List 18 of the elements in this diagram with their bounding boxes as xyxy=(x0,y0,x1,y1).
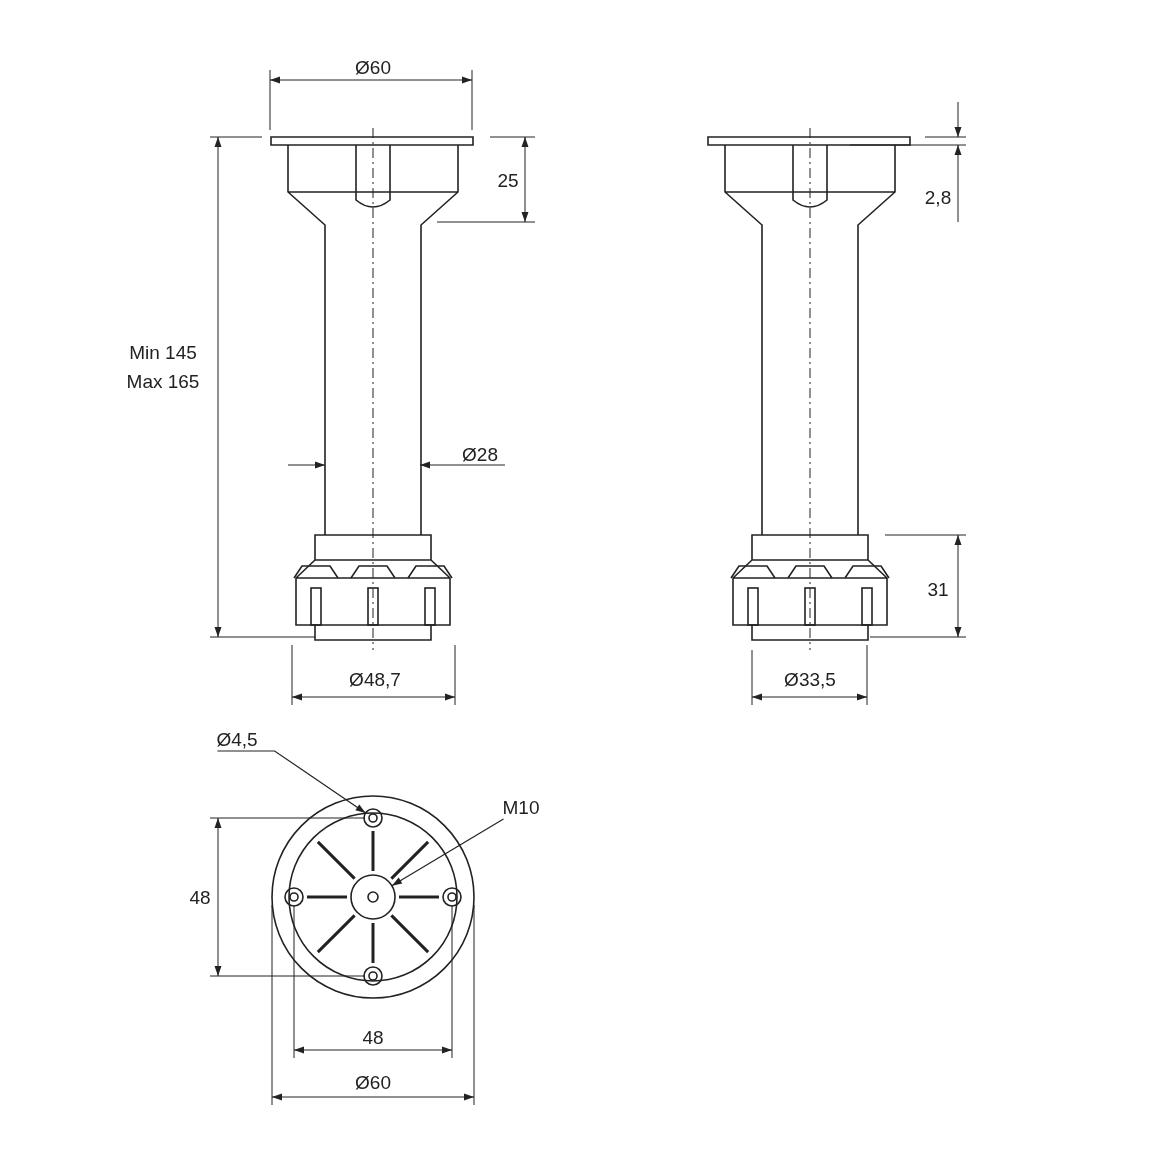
callout-label: Ø4,5 xyxy=(215,729,259,751)
dimension-label: Ø60 xyxy=(354,1072,392,1094)
dimension-label: 2,8 xyxy=(923,187,953,209)
dimension-label: 25 xyxy=(496,170,520,192)
dimension-label: Ø33,5 xyxy=(783,669,837,691)
mounting-hole xyxy=(363,808,383,828)
leader-line xyxy=(391,818,505,887)
dimension-label: Ø28 xyxy=(461,444,499,466)
dimension-label: 48 xyxy=(361,1027,385,1049)
callout-label: M10 xyxy=(501,797,541,819)
dimension-label: 31 xyxy=(926,579,950,601)
dimension-label: 48 xyxy=(188,887,212,909)
dimension-label: Min 145 xyxy=(128,342,198,364)
dimension-label: Ø48,7 xyxy=(348,669,402,691)
leader-line xyxy=(216,750,367,814)
mounting-hole xyxy=(350,874,396,920)
dimension-label: Max 165 xyxy=(125,371,201,393)
dimension-label: Ø60 xyxy=(354,57,392,79)
